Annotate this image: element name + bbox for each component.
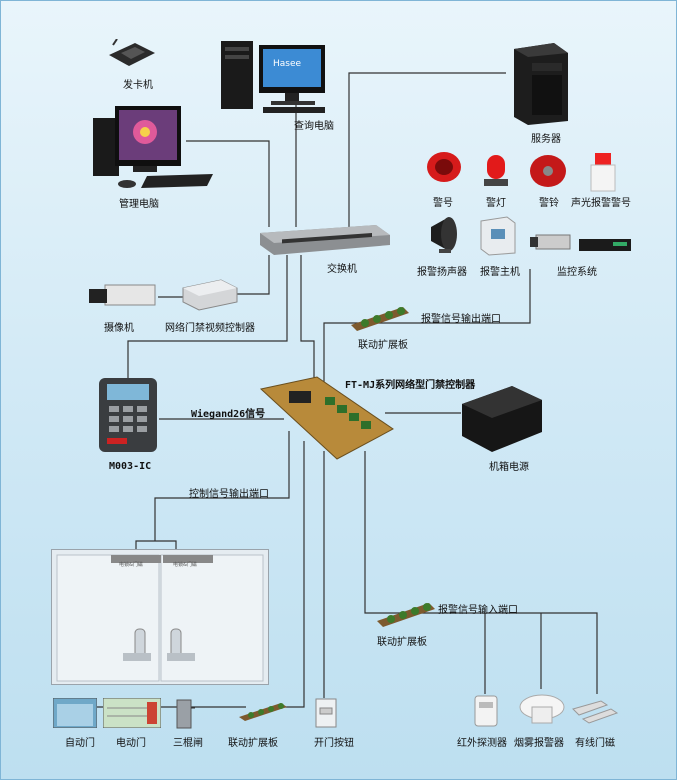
camera-label: 摄像机: [104, 323, 134, 334]
reader-label: M003-IC: [109, 461, 152, 472]
expansion-board-bottom-label: 联动扩展板: [228, 738, 278, 749]
network-switch-device: [258, 223, 392, 261]
wire-alarm-in: [421, 612, 598, 694]
query-pc-label: 查询电脑: [294, 121, 334, 132]
chassis-power-device: [460, 384, 544, 458]
alarm-host-device: [477, 215, 517, 261]
door-magnet-right-label: 电锁&门磁: [173, 562, 197, 568]
sound-light-alarm-label: 声光报警警号: [571, 198, 631, 209]
surveillance-camera-device: [528, 229, 576, 261]
bell-label: 警铃: [539, 198, 559, 209]
wire-mgmt-pc: [186, 140, 270, 227]
alarm-speaker-device: [425, 215, 465, 259]
control-out-port-label: 控制信号输出端口: [189, 489, 269, 500]
electric-door-device: [102, 697, 162, 732]
tripod-gate-device: [175, 698, 195, 734]
access-controller-board: [259, 375, 395, 465]
expansion-board-top-label: 联动扩展板: [358, 340, 408, 351]
wire-video-controller: [237, 255, 270, 295]
sound-light-alarm-device: [589, 153, 617, 197]
bell-device: [528, 153, 568, 193]
pir-detector-label: 红外探测器: [457, 738, 507, 749]
auto-door-label: 自动门: [65, 738, 95, 749]
warning-light-device: [481, 151, 511, 193]
video-controller-device: [181, 278, 239, 316]
pir-detector-device: [473, 694, 499, 732]
wire-alarm-out: [323, 269, 531, 386]
tripod-gate-label: 三棍闸: [173, 738, 203, 749]
smoke-alarm-label: 烟雾报警器: [514, 738, 564, 749]
card-issuer-device: [105, 38, 157, 73]
server-label: 服务器: [531, 134, 561, 145]
mgmt-pc-device: [89, 104, 214, 196]
expansion-board-mid-label: 联动扩展板: [377, 637, 427, 648]
smoke-alarm-device: [517, 689, 567, 733]
switch-label: 交换机: [327, 264, 357, 275]
monitor-logo: Hasee: [273, 59, 302, 69]
exit-button-device: [315, 698, 337, 732]
mgmt-pc-label: 管理电脑: [119, 199, 159, 210]
surveillance-label: 监控系统: [557, 267, 597, 278]
wire-expansion-bottom: [281, 441, 305, 708]
video-controller-label: 网络门禁视频控制器: [165, 323, 255, 334]
wiegand-label: Wiegand26信号: [191, 409, 266, 420]
card-reader-device: [97, 376, 161, 460]
query-pc-device: Hasee: [219, 39, 337, 119]
siren-label: 警号: [433, 198, 453, 209]
expansion-board-top-device: [351, 303, 411, 337]
alarm-out-port-label: 报警信号输出端口: [421, 314, 501, 325]
wire-server: [348, 72, 506, 227]
exit-button-label: 开门按钮: [314, 738, 354, 749]
wire-switch-controller: [300, 255, 315, 386]
camera-device: [87, 281, 159, 315]
chassis-power-label: 机箱电源: [489, 462, 529, 473]
wired-door-sensor-label: 有线门磁: [575, 738, 615, 749]
server-device: [510, 41, 572, 129]
wire-expansion-mid: [364, 451, 409, 614]
alarm-host-label: 报警主机: [480, 267, 520, 278]
alarm-in-port-label: 报警信号输入端口: [438, 605, 518, 616]
dvr-device: [579, 237, 633, 257]
double-door: 电锁&门磁 电锁&门磁: [50, 548, 270, 689]
expansion-board-mid-device: [377, 599, 437, 633]
warning-light-label: 警灯: [486, 198, 506, 209]
door-magnet-left-label: 电锁&门磁: [119, 562, 143, 568]
electric-door-label: 电动门: [116, 738, 146, 749]
expansion-board-bottom-device: [239, 699, 287, 727]
card-issuer-label: 发卡机: [123, 80, 153, 91]
wired-door-sensor-device: [571, 699, 619, 729]
auto-door-device: [52, 697, 98, 732]
siren-device: [424, 151, 464, 191]
alarm-speaker-label: 报警扬声器: [417, 267, 467, 278]
controller-label: FT-MJ系列网络型门禁控制器: [345, 380, 476, 391]
wire-reader-net: [127, 255, 288, 379]
